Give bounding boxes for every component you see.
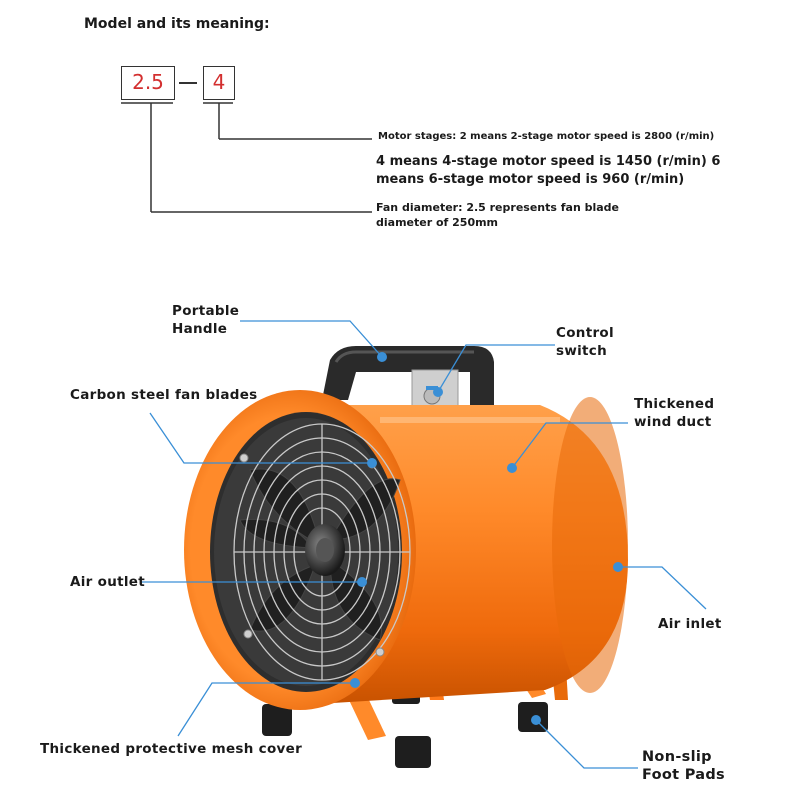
- model-connector-lines: [121, 102, 372, 213]
- fan-diameter-desc-line1: Fan diameter: 2.5 represents fan blade: [376, 201, 620, 214]
- motor-stages-desc-line2: 4 means 4-stage motor speed is 1450 (r/m…: [376, 154, 721, 169]
- portable-handle: [322, 346, 494, 412]
- callout-dots: [350, 352, 623, 725]
- model-code-dash: [179, 82, 197, 84]
- foot-pad: [395, 736, 431, 768]
- motor-stages-desc-line3: means 6-stage motor speed is 960 (r/min): [376, 172, 685, 187]
- section-title: Model and its meaning:: [84, 16, 270, 32]
- motor-stages-desc-line1: Motor stages: 2 means 2-stage motor spee…: [378, 131, 715, 142]
- label-carbon-steel-fan-blades: Carbon steel fan blades: [70, 387, 258, 403]
- label-air-inlet: Air inlet: [658, 616, 722, 632]
- label-protective-mesh-cover: Thickened protective mesh cover: [40, 741, 303, 757]
- label-air-outlet: Air outlet: [70, 574, 146, 590]
- model-code-diameter-box: 2.5: [121, 66, 175, 100]
- model-code-stage-box: 4: [203, 66, 235, 100]
- foot-pad: [262, 704, 292, 736]
- callout-lines: [140, 320, 707, 769]
- fan-diameter-desc-line2: diameter of 250mm: [376, 216, 499, 229]
